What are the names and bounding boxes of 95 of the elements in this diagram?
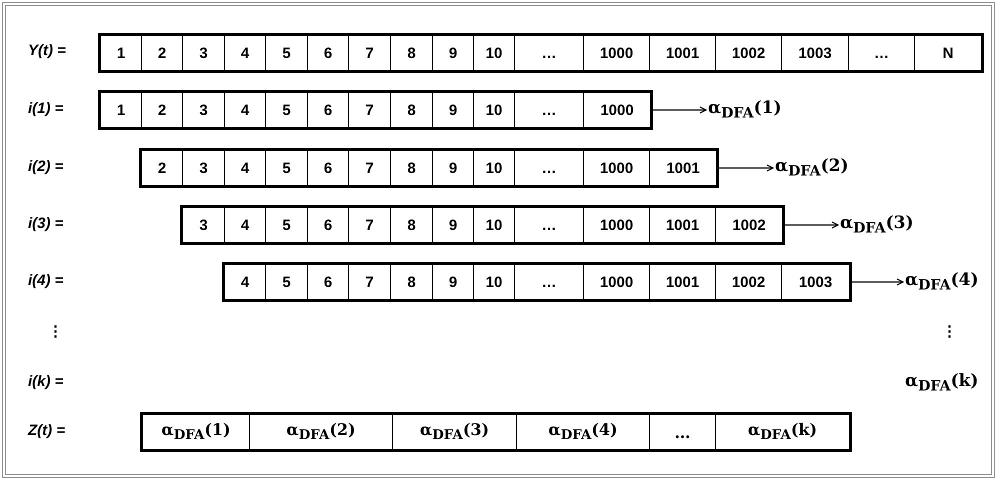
number-cell: 1003 <box>782 36 849 70</box>
number-cell: 2 <box>142 93 183 127</box>
number-cell: 7 <box>349 93 391 127</box>
number-cell: 3 <box>183 208 225 242</box>
sequence-row-box <box>222 262 852 302</box>
row-label: i(1) = <box>28 100 64 117</box>
ellipsis-mark: ⋮ <box>942 322 957 340</box>
number-cell: 8 <box>391 265 433 299</box>
row-label: Y(t) = <box>28 42 66 59</box>
number-cell: 2 <box>142 36 183 70</box>
number-cell-text: 1001 <box>665 158 701 178</box>
number-cell: 1002 <box>716 265 782 299</box>
sequence-row-box <box>139 148 719 188</box>
number-cell: 8 <box>391 151 433 185</box>
formula-cell: α$_{DFA}$(3) <box>393 415 517 449</box>
number-cell: 1002 <box>716 36 782 70</box>
number-cell: 8 <box>391 208 433 242</box>
number-cell: 5 <box>266 208 308 242</box>
number-cell: 4 <box>225 93 266 127</box>
formula-text: α$_{DFA}$(k) <box>905 371 978 394</box>
arrow <box>719 164 774 172</box>
row-label: Z(t) = <box>28 422 66 439</box>
number-cell: 1001 <box>650 265 716 299</box>
number-cell: … <box>515 265 584 299</box>
number-cell: 9 <box>433 36 474 70</box>
number-cell: 9 <box>433 265 474 299</box>
number-cell: 3 <box>183 36 225 70</box>
number-cell: 7 <box>349 36 391 70</box>
number-cell: 9 <box>433 93 474 127</box>
arrow <box>785 221 839 229</box>
number-cell: 3 <box>183 93 225 127</box>
number-cell-text: 1003 <box>798 272 834 292</box>
number-cell: 10 <box>474 93 515 127</box>
number-cell: 3 <box>183 151 225 185</box>
row-label: i(3) = <box>28 215 64 232</box>
number-cell: 6 <box>308 208 349 242</box>
number-cell: 7 <box>349 265 391 299</box>
sequence-row-box <box>98 90 653 130</box>
sequence-row-box <box>180 205 785 245</box>
number-cell: … <box>849 36 915 70</box>
formula-text: α$_{DFA}$(4) <box>905 270 978 294</box>
number-cell: 5 <box>266 265 308 299</box>
formula-cell: … <box>650 415 716 449</box>
number-cell-text: N <box>942 44 954 64</box>
number-cell: 7 <box>349 208 391 242</box>
number-cell: … <box>515 93 584 127</box>
number-cell: 6 <box>308 151 349 185</box>
number-cell: 5 <box>266 36 308 70</box>
number-cell: 9 <box>433 208 474 242</box>
number-cell: 1000 <box>584 36 650 70</box>
sequence-row-box <box>98 33 984 73</box>
number-cell: 6 <box>308 36 349 70</box>
number-cell: 10 <box>474 208 515 242</box>
formula-cell: α$_{DFA}$(4) <box>517 415 650 449</box>
number-cell: … <box>515 208 584 242</box>
number-cell: 10 <box>474 151 515 185</box>
number-cell: 1001 <box>650 36 716 70</box>
number-cell: … <box>515 36 584 70</box>
formula-cell: α$_{DFA}$(2) <box>250 415 393 449</box>
number-cell: 1001 <box>650 208 716 242</box>
number-cell: 8 <box>391 36 433 70</box>
number-cell: 6 <box>308 93 349 127</box>
sequence-row-box <box>140 412 852 452</box>
number-cell: … <box>515 151 584 185</box>
formula-text: α$_{DFA}$(3) <box>840 213 914 236</box>
number-cell: 5 <box>266 151 308 185</box>
number-cell: 4 <box>225 36 266 70</box>
formula-text: α$_{DFA}$(1) <box>708 98 782 122</box>
row-label: i(k) = <box>28 373 64 390</box>
number-cell-text: 1002 <box>731 216 767 236</box>
number-cell: 4 <box>225 208 266 242</box>
number-cell: 7 <box>349 151 391 185</box>
number-cell: 10 <box>474 265 515 299</box>
number-cell: 4 <box>225 265 266 299</box>
row-label: i(4) = <box>28 272 64 289</box>
row-label: i(2) = <box>28 158 64 175</box>
formula-cell: α$_{DFA}$(1) <box>143 415 250 449</box>
number-cell: 1000 <box>584 265 650 299</box>
arrow <box>653 106 707 114</box>
number-cell: 1 <box>101 36 142 70</box>
number-cell: 10 <box>474 36 515 70</box>
number-cell: 8 <box>391 93 433 127</box>
ellipsis-mark: ⋮ <box>48 322 63 340</box>
number-cell: 9 <box>433 151 474 185</box>
number-cell: 2 <box>142 151 183 185</box>
number-cell: 1000 <box>584 208 650 242</box>
number-cell: 6 <box>308 265 349 299</box>
number-cell: 1000 <box>584 151 650 185</box>
number-cell: 1 <box>101 93 142 127</box>
number-cell-text: 1000 <box>599 100 635 120</box>
formula-text: α$_{DFA}$(2) <box>775 156 848 180</box>
number-cell: 4 <box>225 151 266 185</box>
number-cell: 5 <box>266 93 308 127</box>
formula-cell-text: α$_{DFA}$(k) <box>746 419 818 446</box>
arrow <box>852 278 904 286</box>
